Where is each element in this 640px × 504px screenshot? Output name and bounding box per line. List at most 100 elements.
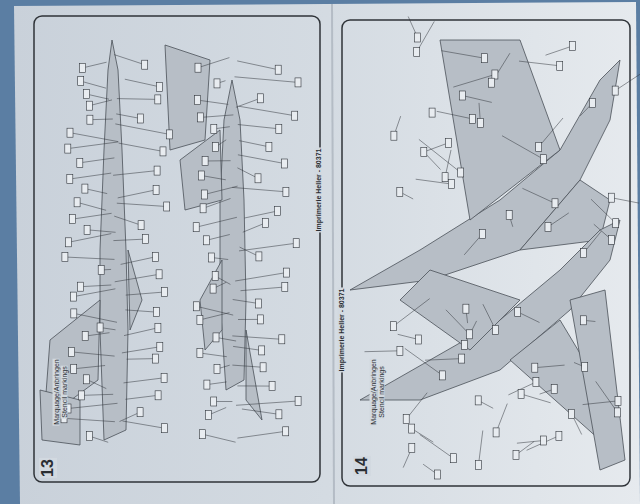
leader-line — [125, 79, 160, 87]
callout-box — [281, 159, 287, 168]
leader-line — [127, 358, 156, 360]
page-frame — [342, 20, 630, 486]
wing — [440, 40, 560, 220]
callout-box — [551, 385, 557, 394]
leader-line — [393, 299, 429, 327]
leader-line — [519, 61, 560, 66]
callout-box — [157, 342, 163, 351]
leader-line — [123, 421, 165, 428]
callout-box — [155, 391, 161, 400]
leader-line — [237, 431, 285, 438]
callout-box — [86, 101, 92, 110]
leader-line — [121, 257, 156, 265]
leader-line — [241, 287, 285, 291]
callout-box — [582, 362, 588, 371]
wing — [400, 270, 520, 350]
callout-box — [199, 430, 205, 439]
leader-line — [113, 239, 145, 241]
leader-line — [238, 125, 279, 129]
leader-line — [201, 115, 234, 118]
leader-line — [73, 213, 112, 219]
leader-line — [205, 160, 231, 161]
leader-line — [535, 365, 565, 368]
tail-fin — [570, 290, 625, 470]
callout-box — [613, 219, 619, 228]
callout-box — [204, 380, 210, 389]
leader-line — [87, 94, 109, 99]
leader-line — [113, 171, 157, 176]
callout-box — [397, 187, 403, 196]
callout-box — [615, 396, 621, 405]
printer-imprint: Imprimerie Heller - 80371 — [338, 288, 345, 373]
callout-box — [533, 378, 539, 387]
callout-box — [545, 222, 551, 231]
callout-box — [532, 363, 538, 372]
leader-line — [70, 173, 111, 179]
callout-box — [82, 332, 88, 341]
callout-box — [71, 364, 77, 373]
leader-line — [126, 292, 165, 295]
callout-box — [155, 95, 161, 104]
leader-line — [239, 243, 296, 251]
callout-box — [211, 124, 217, 133]
callout-box — [197, 315, 203, 324]
callout-box — [292, 111, 298, 120]
callout-box — [590, 99, 596, 108]
callout-box — [80, 63, 86, 72]
callout-box — [214, 79, 220, 88]
callout-box — [493, 428, 499, 437]
leader-line — [198, 100, 229, 104]
callout-box — [459, 354, 465, 363]
leader-line — [85, 333, 109, 336]
leader-line — [81, 285, 112, 287]
leader-line — [87, 230, 116, 233]
leader-line — [70, 133, 118, 142]
callout-box — [462, 340, 468, 349]
callout-box — [259, 346, 265, 355]
leader-line — [64, 418, 115, 421]
leader-line — [405, 348, 443, 375]
section-title: Stencil markings — [61, 365, 68, 418]
callout-box — [403, 415, 409, 424]
callout-box — [160, 147, 166, 156]
leader-line — [74, 366, 105, 369]
callout-box — [202, 157, 208, 166]
leader-line — [232, 336, 281, 339]
callout-box — [157, 82, 163, 91]
leader-line — [115, 124, 169, 134]
callout-box — [98, 266, 104, 275]
leader-line — [425, 359, 462, 361]
callout-box — [479, 230, 485, 239]
callout-box — [541, 155, 547, 164]
callout-box — [153, 252, 159, 261]
leader-line — [615, 70, 640, 91]
wing — [200, 260, 222, 350]
leader-line — [235, 273, 286, 281]
callout-box — [276, 410, 282, 419]
callout-box — [481, 54, 487, 63]
leader-line — [201, 176, 226, 180]
callout-box — [71, 292, 77, 301]
leader-line — [236, 98, 260, 107]
leader-line — [81, 394, 113, 395]
callout-box — [440, 371, 446, 380]
leader-line — [236, 401, 298, 405]
callout-box — [153, 185, 159, 194]
leader-line — [196, 217, 237, 227]
leader-line — [239, 141, 269, 147]
leader-line — [238, 155, 285, 164]
callout-box — [569, 42, 575, 51]
leader-line — [77, 202, 106, 210]
callout-box — [414, 47, 420, 56]
callout-box — [276, 124, 282, 133]
callout-box — [164, 202, 170, 211]
callout-box — [421, 147, 427, 156]
callout-box — [69, 347, 75, 356]
callout-box — [214, 365, 220, 374]
callout-box — [197, 349, 203, 358]
callout-box — [450, 454, 456, 463]
callout-box — [78, 391, 84, 400]
leader-line — [206, 235, 229, 241]
callout-box — [615, 408, 621, 417]
